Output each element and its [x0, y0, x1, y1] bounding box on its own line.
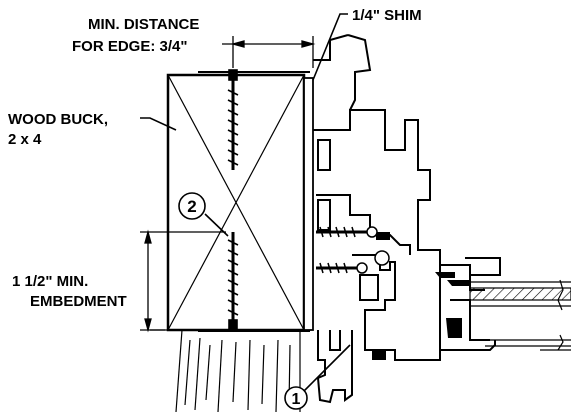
frame-anchor-screws: [316, 226, 390, 274]
leader-lines: [140, 13, 351, 396]
window-frame: [313, 34, 501, 404]
glazing: [469, 281, 571, 351]
callout-screw-number: 2: [187, 197, 196, 216]
screw-lower: [227, 232, 239, 331]
sash-seals: [372, 232, 470, 360]
callout-screw: 2: [178, 192, 206, 220]
wood-buck-label-line1: WOOD BUCK,: [8, 111, 108, 128]
edge-distance-dimension: [222, 36, 316, 68]
embedment-label-line1: 1 1/2" MIN.: [12, 273, 88, 290]
embedment-label-line2: EMBEDMENT: [30, 293, 127, 310]
break-lines: [557, 279, 564, 351]
masonry-wall: [150, 329, 301, 413]
embedment-dimension: [140, 229, 226, 333]
min-distance-label-line2: FOR EDGE: 3/4": [72, 38, 187, 55]
wood-buck-label-line2: 2 x 4: [8, 131, 42, 148]
min-distance-label-line1: MIN. DISTANCE: [88, 16, 199, 33]
callout-frame-number: 1: [292, 391, 301, 408]
callout-frame: 1: [284, 386, 308, 410]
shim-label: 1/4" SHIM: [352, 7, 422, 24]
screw-upper: [227, 69, 239, 170]
